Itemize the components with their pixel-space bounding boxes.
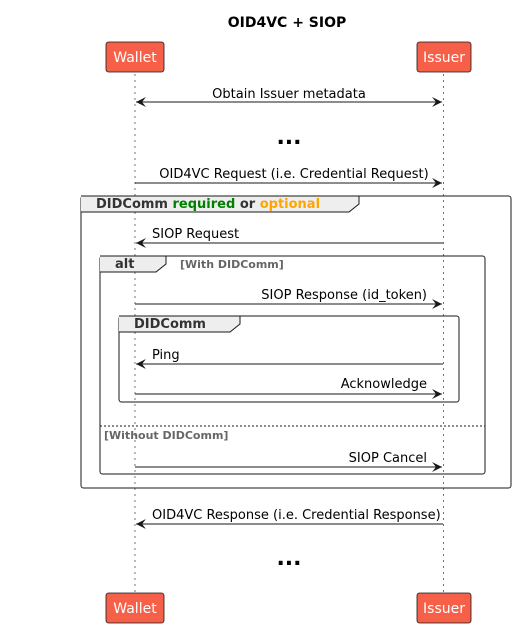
wallet-actor-bottom: Wallet [105,592,165,624]
alt-frame-label: alt [115,257,134,272]
alt-condition-with-didcomm: [With DIDComm] [180,258,284,271]
issuer-actor-bottom: Issuer [416,592,472,624]
alt-condition-without-didcomm: [Without DIDComm] [104,429,228,442]
didcomm-inner-frame: DIDComm [118,315,460,403]
issuer-actor-top-label: Issuer [423,50,465,66]
issuer-actor-top: Issuer [416,41,472,73]
message-label-oid4vc-request: OID4VC Request (i.e. Credential Request) [159,167,428,182]
delay-ellipsis-bottom: ... [276,546,301,571]
group-label-optional: optional [260,197,320,212]
didcomm-inner-label: DIDComm [134,317,206,332]
didcomm-group-frame: DIDComm required or optional [80,195,512,489]
group-label-didcomm: DIDComm [96,197,168,212]
group-label-or: or [240,197,256,212]
message-label-acknowledge: Acknowledge [341,377,427,392]
message-label-ping: Ping [152,348,180,363]
message-label-siop-request: SIOP Request [152,227,239,242]
wallet-actor-bottom-label: Wallet [113,601,157,617]
diagram-title: OID4VC + SIOP [228,15,347,31]
alt-frame: alt [With DIDComm] [Without DIDComm] [99,255,486,475]
didcomm-group-label: DIDComm required or optional [96,197,320,212]
message-label-oid4vc-response: OID4VC Response (i.e. Credential Respons… [152,508,441,523]
delay-ellipsis: ... [276,125,301,150]
wallet-actor-top-label: Wallet [113,50,157,66]
group-label-required: required [173,197,236,212]
message-label-siop-cancel: SIOP Cancel [349,451,427,466]
issuer-actor-bottom-label: Issuer [423,601,465,617]
message-label-siop-response: SIOP Response (id_token) [261,288,427,303]
wallet-actor-top: Wallet [105,41,165,73]
message-label-obtain-metadata: Obtain Issuer metadata [212,87,366,102]
